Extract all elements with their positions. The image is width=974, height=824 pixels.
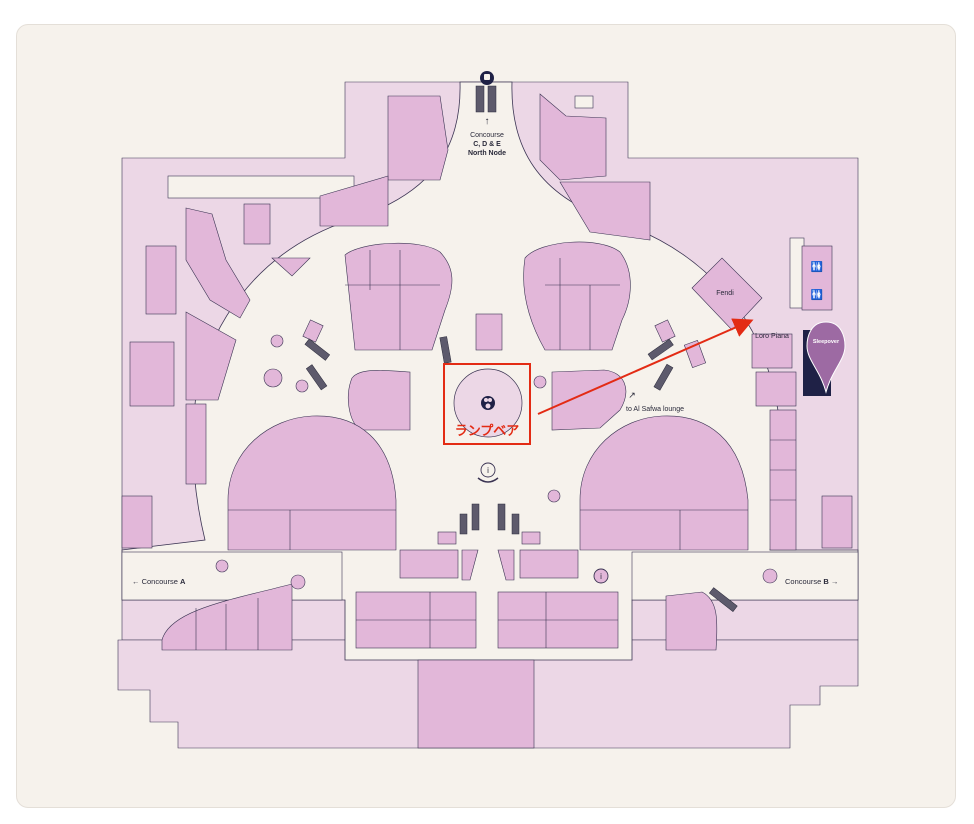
partition-lines (195, 250, 796, 650)
store-blocks (121, 93, 853, 651)
corridors (121, 175, 859, 601)
arrow-left-icon: ← (132, 577, 142, 586)
svg-text:🚻: 🚻 (811, 260, 823, 273)
annotation-arrow (537, 318, 754, 415)
train-icon (480, 71, 494, 85)
fendi-label: Fendi (716, 290, 734, 297)
arrow-up-right-icon: ↗ (628, 390, 636, 400)
round-pillars (215, 334, 778, 590)
escalators (304, 85, 738, 612)
al-safwa-label: to Al Safwa lounge (626, 406, 684, 413)
north-concourse-label: Concourse (470, 132, 504, 139)
arrow-right-icon: → (829, 577, 839, 586)
restroom-icon: 🚻 🚻 (811, 260, 823, 301)
central-block (417, 659, 535, 749)
highlight-box (443, 363, 531, 445)
info-icon: i (477, 462, 499, 483)
north-concourse-sub-label: C, D & E (473, 141, 501, 148)
info-icon: i (593, 568, 609, 584)
arrow-up-icon: ↑ (485, 116, 490, 127)
svg-text:i: i (487, 466, 489, 475)
concourse-a-label: ← Concourse A (132, 577, 186, 586)
loro-piana-label: Loro Piana (755, 333, 789, 340)
svg-text:i: i (600, 572, 602, 581)
north-node-label: North Node (468, 150, 506, 157)
concourse-b-label: Concourse B → (785, 577, 838, 586)
sleepover-pin (806, 321, 846, 394)
annotation-label: ランプベア (455, 424, 520, 439)
svg-text:🚻: 🚻 (811, 288, 823, 301)
sleepover-label: Sleepover (813, 339, 840, 345)
